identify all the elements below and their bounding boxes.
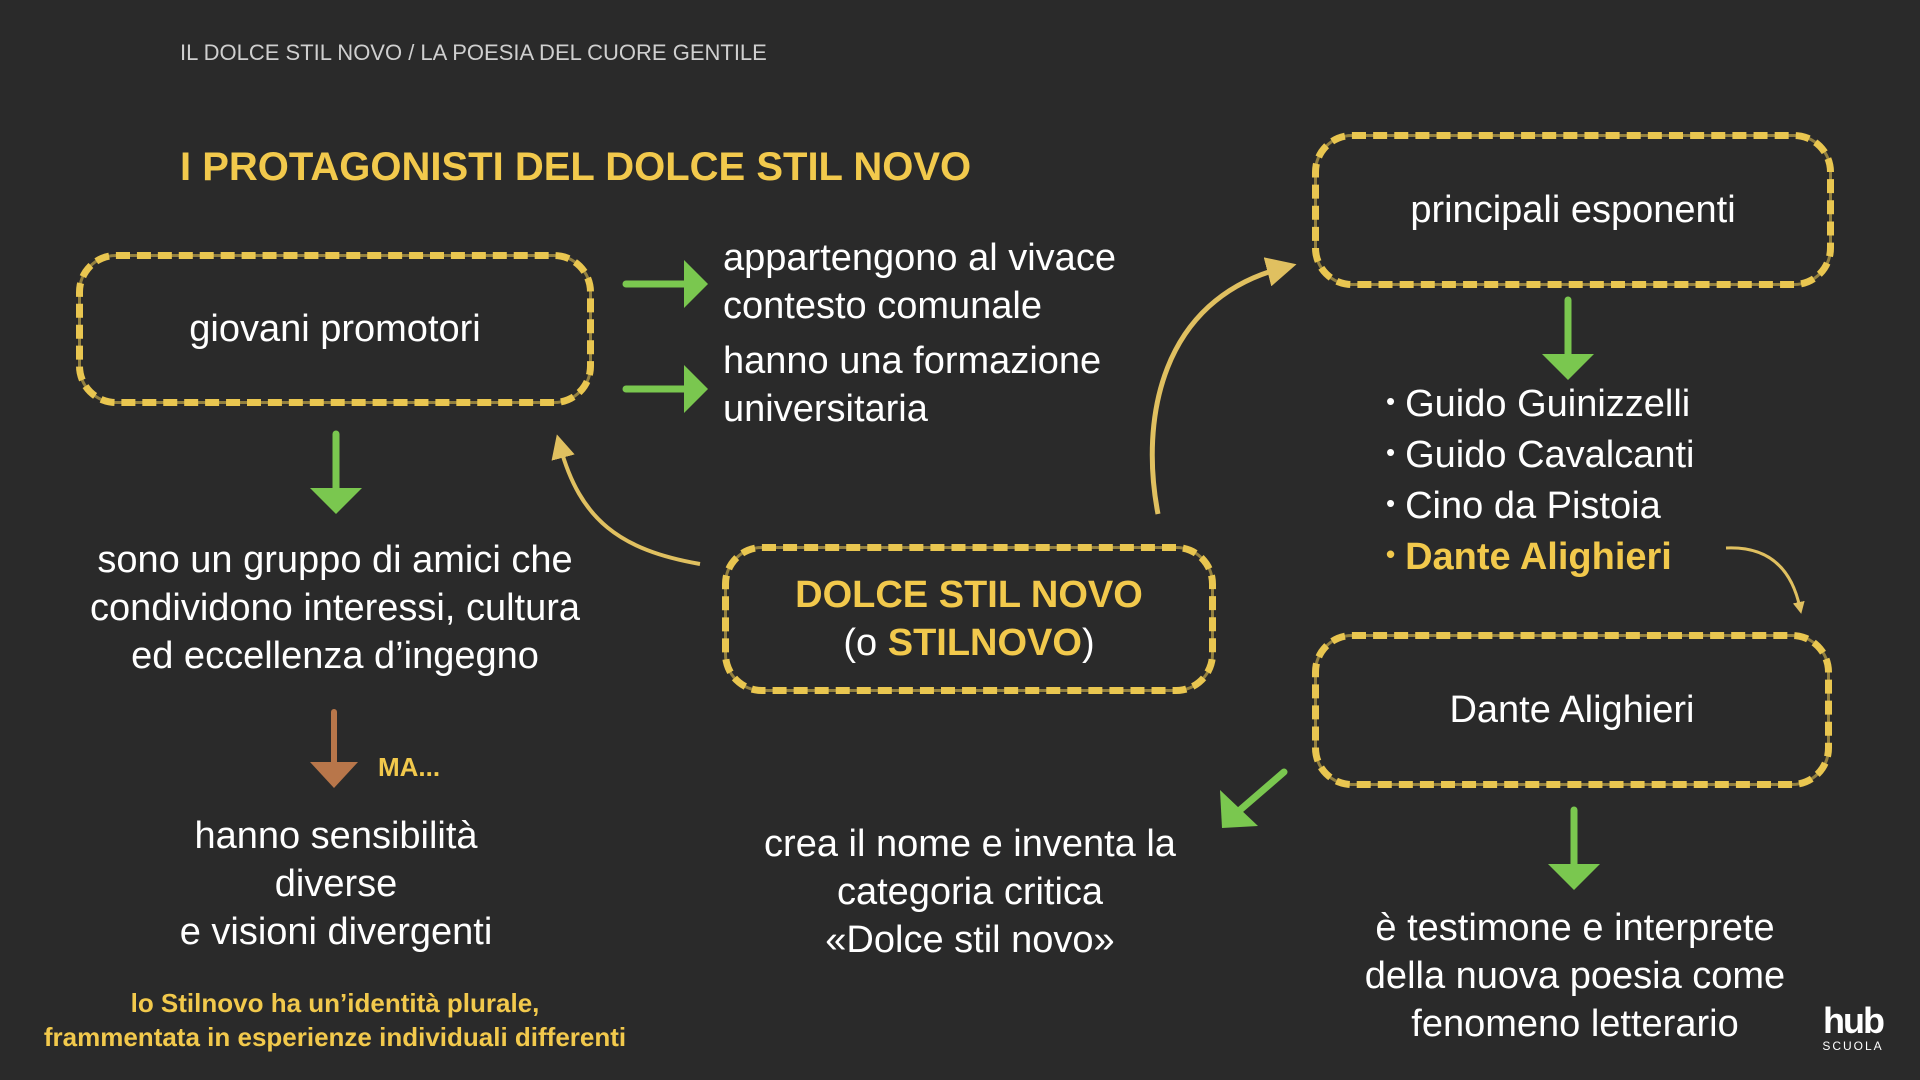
logo-main: hub <box>1823 1000 1885 1041</box>
box-principali-esponenti: principali esponenti <box>1312 132 1834 288</box>
contrast-sensibilita: hanno sensibilità diverse e visioni dive… <box>179 815 493 953</box>
breadcrumb: IL DOLCE STIL NOVO / LA POESIA DEL CUORE… <box>180 40 767 65</box>
arrow-down-ma <box>310 709 358 788</box>
curve-arrow-center-to-exponents <box>1149 257 1297 515</box>
box-dante-alighieri-label: Dante Alighieri <box>1449 688 1695 731</box>
list-item-guinizzelli: Guido Guinizzelli <box>1386 380 1695 431</box>
dante-role-text: crea il nome e inventa la categoria crit… <box>764 823 1176 961</box>
box-principali-esponenti-label: principali esponenti <box>1410 188 1736 231</box>
subtitle-suffix: ) <box>1081 622 1095 664</box>
arrow-diagonal-dante-to-role <box>1220 768 1288 828</box>
box-giovani-promotori: giovani promotori <box>76 252 594 406</box>
subtitle-prefix: (o <box>843 622 888 664</box>
arrow-down-exponents <box>1542 296 1594 380</box>
dante-testimony-text: è testimone e interprete della nuova poe… <box>1364 907 1786 1045</box>
curve-arrow-center-to-promotori <box>551 434 701 566</box>
arrow-down-dante <box>1548 806 1600 890</box>
list-item-cavalcanti: Guido Cavalcanti <box>1386 431 1694 482</box>
box-giovani-promotori-label: giovani promotori <box>189 307 481 350</box>
arrow-right-to-point-2 <box>622 365 708 413</box>
point-contesto-comunale: appartengono al vivace contesto comunale <box>723 237 1116 327</box>
list-item-dante: Dante Alighieri <box>1386 533 1695 584</box>
description-gruppo-amici: sono un gruppo di amici che condividono … <box>89 539 581 677</box>
box-dante-alighieri: Dante Alighieri <box>1312 632 1832 788</box>
hub-scuola-logo: hub SCUOLA <box>1818 1000 1888 1054</box>
logo-sub: SCUOLA <box>1822 1039 1884 1053</box>
arrow-right-to-point-1 <box>622 260 708 308</box>
arrow-down-promotori <box>310 430 362 514</box>
footnote-identita-plurale: lo Stilnovo ha un’identità plurale, fram… <box>43 988 627 1052</box>
point-formazione-universitaria: hanno una formazione universitaria <box>723 340 1102 430</box>
curve-arrow-dante-name-to-box <box>1725 546 1805 614</box>
box-dolce-stil-novo-title: DOLCE STIL NOVO <box>795 574 1143 616</box>
ma-label: MA... <box>378 752 441 782</box>
list-item-cino: Cino da Pistoia <box>1386 482 1695 533</box>
subtitle-stilnovo: STILNOVO <box>887 622 1082 664</box>
exponents-list: Guido Guinizzelli Guido Cavalcanti Cino … <box>1386 380 1695 584</box>
page-title: I PROTAGONISTI DEL DOLCE STIL NOVO <box>180 145 972 189</box>
box-dolce-stil-novo-subtitle: (o STILNOVO) <box>843 619 1094 667</box>
box-dolce-stil-novo: DOLCE STIL NOVO (o STILNOVO) <box>722 544 1216 694</box>
